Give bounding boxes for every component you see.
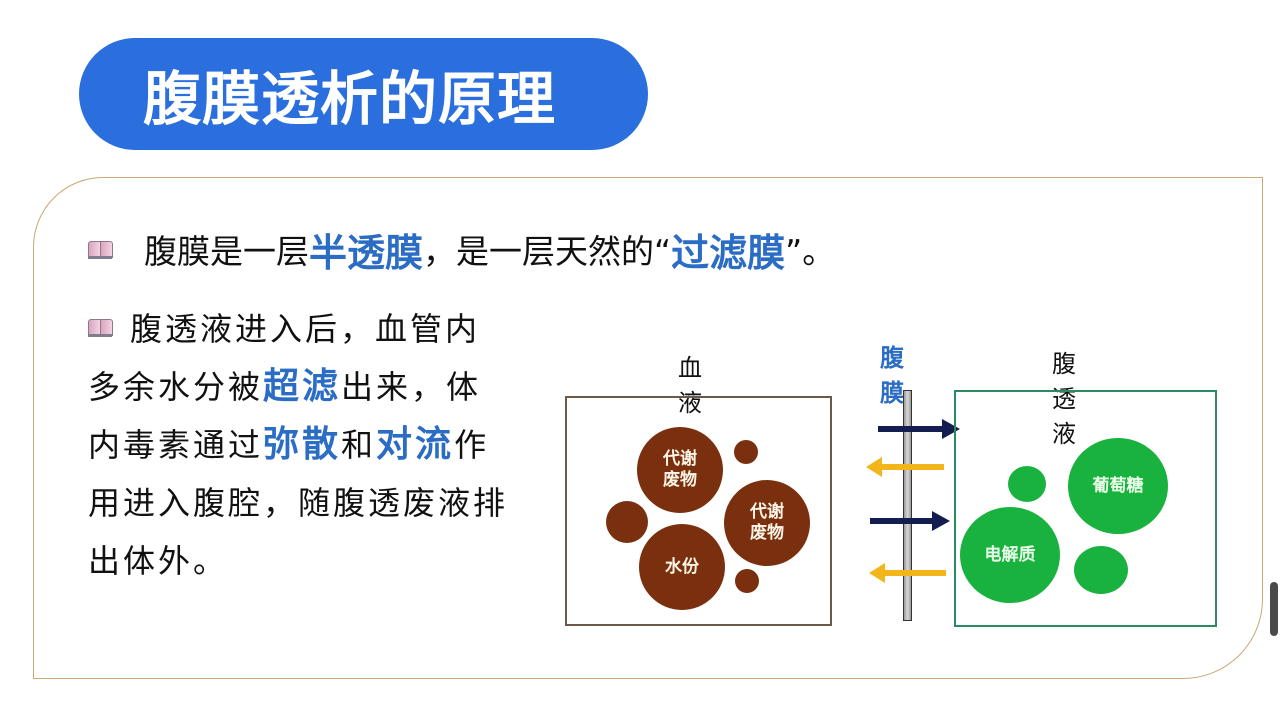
small-particle xyxy=(735,569,759,593)
dialysate-compartment xyxy=(954,390,1217,627)
title-banner: 腹膜透析的原理 xyxy=(79,38,648,150)
blood-label: 血液 xyxy=(678,354,702,417)
bullet-2-text-a: 腹透液进入后，血管内多余水分被 xyxy=(88,310,481,406)
highlight-filter-membrane: 过滤膜 xyxy=(671,230,786,275)
small-particle xyxy=(1008,466,1046,502)
slide-title: 腹膜透析的原理 xyxy=(142,65,556,133)
arrow-right-icon xyxy=(878,419,960,439)
highlight-diffusion: 弥散 xyxy=(263,424,342,465)
glucose-particle: 葡萄糖 xyxy=(1068,438,1168,534)
bullet-1-text-b: ，是一层天然的“ xyxy=(423,232,672,271)
bullet-1: 腹膜是一层 半透膜 ，是一层天然的“ 过滤膜 ”。 xyxy=(88,224,836,275)
electrolyte-particle: 电解质 xyxy=(960,507,1060,603)
book-icon xyxy=(88,317,113,337)
bullet-2-text-c: 和 xyxy=(341,426,377,464)
bullet-2-text-d: 作用进入腹腔，随腹透废液排出体外。 xyxy=(88,426,509,580)
dialysate-label: 腹透液 xyxy=(1052,350,1076,448)
arrow-left-icon xyxy=(869,563,946,583)
small-particle xyxy=(734,440,758,464)
water-particle: 水份 xyxy=(639,524,725,610)
peritoneum-membrane xyxy=(903,390,912,621)
arrow-right-icon xyxy=(870,511,950,531)
small-particle xyxy=(1074,546,1128,594)
metabolic-waste-particle: 代谢 废物 xyxy=(637,427,723,513)
content-frame xyxy=(33,177,1263,679)
arrow-left-icon xyxy=(866,457,944,477)
metabolic-waste-particle: 代谢 废物 xyxy=(724,480,810,566)
medium-particle xyxy=(606,501,648,543)
blood-compartment xyxy=(565,396,832,626)
bullet-1-text-a: 腹膜是一层 xyxy=(144,232,309,271)
membrane-label: 腹膜 xyxy=(880,344,904,407)
bullet-2-text-b: 出来，体内毒素通过 xyxy=(88,368,482,464)
highlight-convection: 对流 xyxy=(376,424,455,465)
highlight-ultrafiltration: 超滤 xyxy=(263,366,342,407)
scrollbar-handle[interactable] xyxy=(1270,582,1278,636)
book-icon xyxy=(88,239,113,259)
highlight-semipermeable: 半透膜 xyxy=(309,230,424,275)
bullet-1-text-c: ”。 xyxy=(785,232,836,271)
bullet-2: 腹透液进入后，血管内多余水分被超滤出来，体内毒素通过弥散和对流作用进入腹腔，随腹… xyxy=(88,300,508,590)
